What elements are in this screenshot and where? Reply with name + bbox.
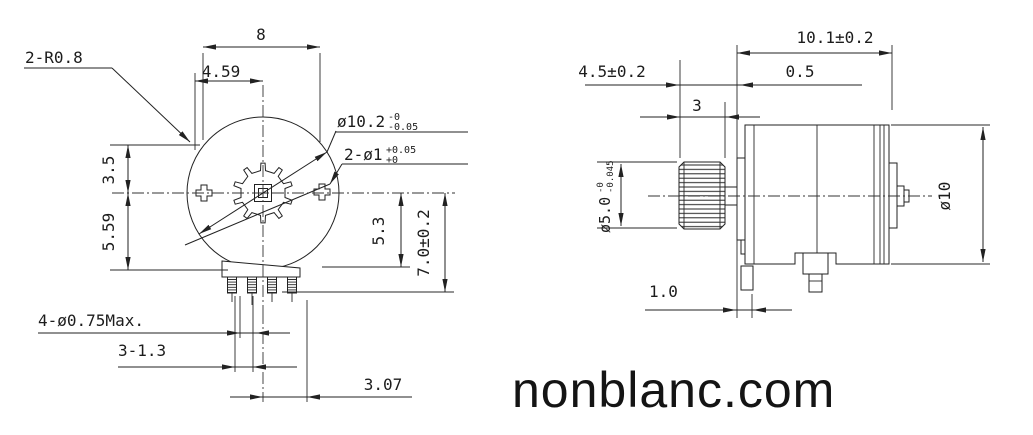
front-mounting-plate (736, 157, 746, 241)
label-dim-53: 5.3 (369, 217, 388, 246)
label-corner-radius: 2-R0.8 (25, 48, 83, 67)
pinion-edge-lines (683, 162, 721, 229)
side-extension-lines (597, 45, 990, 318)
label-shaft-dia-group: ø5.0 -0 -0.045 (596, 160, 616, 233)
label-shaft-dia-tol-bot: -0.045 (606, 160, 616, 193)
rear-bearing-plate (888, 162, 898, 229)
label-dim-8: 8 (256, 25, 266, 44)
front-view: 2-R0.8 8 4.59 ø10.2 -0 -0.05 2-ø1 +0.05 … (24, 25, 468, 402)
side-connector-pin (808, 273, 823, 293)
label-shaft-dia: ø5.0 (596, 197, 614, 233)
label-dim-459: 4.59 (202, 62, 241, 81)
label-hole-dia-tol-top: +0.05 (386, 145, 416, 156)
watermark-text: nonblanc.com (512, 362, 835, 418)
front-dimension-lines (24, 44, 468, 400)
connector-strip (221, 260, 301, 278)
side-connector-block (802, 252, 829, 275)
label-dim-gear-len: 3 (692, 96, 702, 115)
label-pin-dia: 4-ø0.75Max. (38, 311, 144, 330)
label-dim-tab: 1.0 (649, 282, 678, 301)
label-pin-pitch: 3-1.3 (118, 341, 166, 360)
label-hole-dia-tol-bot: +0 (386, 155, 398, 166)
side-view: 10.1±0.2 0.5 4.5±0.2 3 ø5.0 -0 -0.045 ø1… (578, 28, 990, 318)
terminal-pins (227, 276, 297, 305)
label-body-dia-tol-bot: -0.05 (388, 122, 418, 133)
mounting-tab-lower (740, 265, 754, 291)
side-dimension-lines (585, 50, 986, 313)
label-hole-dia: 2-ø1 (344, 145, 383, 164)
label-dim-plate: 0.5 (786, 62, 815, 81)
label-dim-45: 4.5±0.2 (578, 62, 645, 81)
label-dim-overall: 10.1±0.2 (796, 28, 873, 47)
side-pinion-gear (678, 161, 726, 230)
label-dim-559: 5.59 (99, 213, 118, 252)
label-dim-307: 3.07 (364, 375, 403, 394)
label-body-dia-tol-top: -0 (388, 112, 400, 123)
label-body-dia: ø10.2 (337, 112, 385, 131)
body-seam-lines (753, 125, 885, 264)
label-dim-70: 7.0±0.2 (414, 209, 433, 276)
label-dim-35: 3.5 (99, 156, 118, 185)
label-side-body-dia: ø10 (935, 182, 954, 211)
label-shaft-dia-tol-top: -0 (596, 182, 606, 193)
